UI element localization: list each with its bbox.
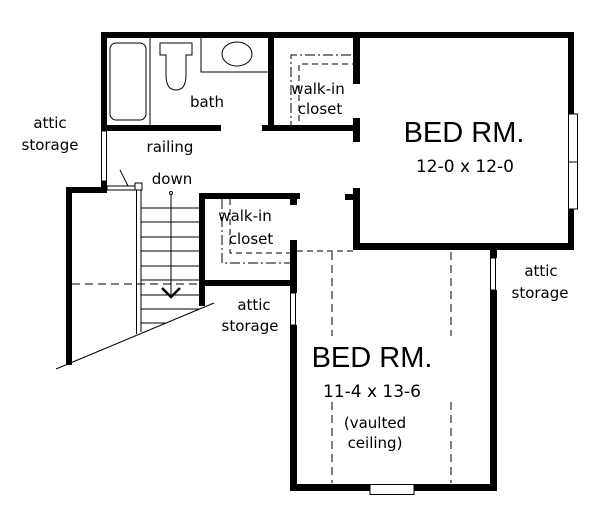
bedroom1-left-wall-mid <box>353 118 360 142</box>
bedroom2-bottom-wall-right <box>414 484 497 491</box>
roof-line <box>55 302 215 370</box>
bedroom1-right-wall <box>568 32 574 114</box>
attic-storage-middle-line2: storage <box>222 317 279 335</box>
attic-storage-right-line1: attic <box>524 262 557 280</box>
window-icon <box>369 484 415 495</box>
bedroom1-size: 12-0 x 12-0 <box>416 157 514 177</box>
bedroom1-right-wall-lower <box>568 209 574 250</box>
toilet-icon <box>159 42 193 91</box>
stair-left-wall <box>66 187 72 365</box>
bedroom2-right-wall-lower <box>490 290 497 491</box>
vanity-icon <box>200 38 268 73</box>
bedroom2-left-wall <box>290 240 297 293</box>
stair-top-wall <box>66 187 107 193</box>
closet2-bottom-wall <box>199 280 297 286</box>
down-label: down <box>152 170 192 188</box>
bedroom1-left-wall-upper <box>353 32 360 84</box>
bedroom2-bottom-wall <box>290 484 370 491</box>
walls <box>66 32 574 491</box>
chevron-down-icon <box>161 287 181 299</box>
railing-label: railing <box>147 138 194 156</box>
closet-lower-line1: walk-in <box>218 207 271 225</box>
bedroom2-size: 11-4 x 13-6 <box>323 382 421 402</box>
bedroom2-name: BED RM. <box>312 342 433 374</box>
railing-post <box>134 182 143 191</box>
dashed-lines <box>221 54 452 483</box>
sink-icon <box>221 41 253 67</box>
bath-label: bath <box>190 93 224 111</box>
bedroom2-right-wall <box>490 250 497 258</box>
closet-upper-line1: walk-in <box>291 80 344 98</box>
top-wall <box>101 32 574 38</box>
closet-bottom-wall <box>262 125 359 131</box>
window-icon <box>490 257 496 291</box>
railing-leader <box>119 169 129 187</box>
window-icon <box>101 130 107 182</box>
bathtub-icon <box>109 42 147 121</box>
windows <box>101 113 578 495</box>
closet-upper-line2: closet <box>298 100 343 118</box>
bedroom2-left-wall-lower <box>290 325 297 491</box>
attic-storage-left-line2: storage <box>22 136 79 154</box>
closet2-top-wall <box>199 193 300 199</box>
closet-lower-line2: closet <box>229 230 274 248</box>
bedroom1-left-wall-lower <box>353 188 360 250</box>
door-stub <box>345 194 360 200</box>
bath-fixtures <box>109 38 268 125</box>
bath-left-wall <box>101 32 107 131</box>
bedroom1-name: BED RM. <box>404 117 525 149</box>
window-icon <box>290 292 296 326</box>
bath-bottom-wall <box>101 125 221 131</box>
attic-storage-left-line1: attic <box>33 114 66 132</box>
railing-rail <box>106 185 139 191</box>
closet2-left-wall <box>199 193 205 306</box>
attic-storage-middle-line1: attic <box>237 296 270 314</box>
staircase <box>55 169 215 370</box>
bedroom2-note-line2: ceiling) <box>348 434 403 452</box>
bath-closet-divider <box>268 32 274 131</box>
bedroom1-bottom-wall <box>353 243 574 250</box>
door-stub <box>290 193 297 205</box>
attic-storage-right-line2: storage <box>512 284 569 302</box>
bedroom2-note-line1: (vaulted <box>344 414 406 432</box>
